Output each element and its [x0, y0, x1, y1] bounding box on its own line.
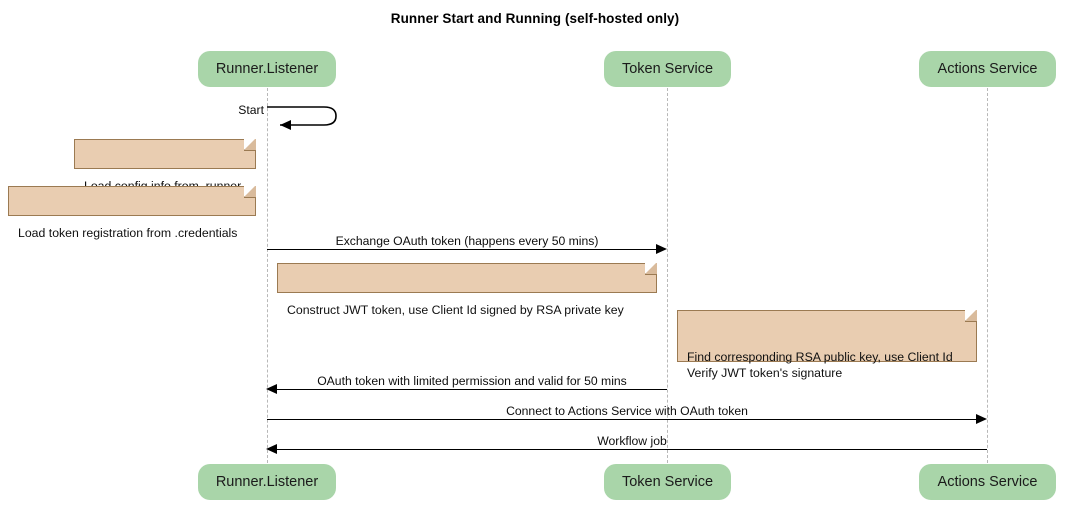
- message-label-exchange-oauth-token: Exchange OAuth token (happens every 50 m…: [335, 234, 599, 248]
- message-line-workflow-job: [277, 449, 987, 450]
- message-label-start: Start: [238, 103, 264, 117]
- lifeline-token-service: [667, 88, 668, 463]
- message-line-connect-actions-service: [267, 419, 977, 420]
- diagram-title: Runner Start and Running (self-hosted on…: [390, 11, 680, 26]
- note-verify-jwt: Find corresponding RSA public key, use C…: [677, 309, 977, 380]
- arrow-head-left-icon: [266, 384, 277, 394]
- message-label-connect-actions-service: Connect to Actions Service with OAuth to…: [506, 404, 748, 418]
- lifeline-runner-listener: [267, 88, 268, 463]
- message-line-exchange-oauth-token: [267, 249, 657, 250]
- participant-token-service-bottom[interactable]: Token Service: [604, 464, 731, 500]
- lifeline-actions-service: [987, 88, 988, 463]
- note-construct-jwt: Construct JWT token, use Client Id signe…: [277, 262, 657, 317]
- arrow-head-right-icon: [976, 414, 987, 424]
- note-verify-jwt-text: Find corresponding RSA public key, use C…: [687, 350, 953, 380]
- note-construct-jwt-text: Construct JWT token, use Client Id signe…: [287, 303, 624, 317]
- participant-actions-service-bottom[interactable]: Actions Service: [919, 464, 1056, 500]
- participant-actions-service-top[interactable]: Actions Service: [919, 51, 1056, 87]
- self-message-start-arrow: [266, 104, 342, 132]
- note-fold-corner-icon: [244, 185, 256, 198]
- message-line-oauth-token-return: [277, 389, 667, 390]
- participant-runner-listener-top[interactable]: Runner.Listener: [198, 51, 336, 87]
- message-label-workflow-job: Workflow job: [597, 434, 667, 448]
- note-fold-corner-icon: [645, 262, 657, 275]
- note-load-config: Load config info from .runner: [74, 138, 256, 193]
- arrow-head-left-icon: [266, 444, 277, 454]
- note-fold-corner-icon: [965, 309, 977, 322]
- note-load-token-registration-text: Load token registration from .credential…: [18, 226, 238, 240]
- participant-token-service-top[interactable]: Token Service: [604, 51, 731, 87]
- participant-runner-listener-bottom[interactable]: Runner.Listener: [198, 464, 336, 500]
- note-load-token-registration: Load token registration from .credential…: [8, 185, 256, 240]
- message-label-oauth-token-return: OAuth token with limited permission and …: [317, 374, 627, 388]
- arrow-head-right-icon: [656, 244, 667, 254]
- note-fold-corner-icon: [244, 138, 256, 151]
